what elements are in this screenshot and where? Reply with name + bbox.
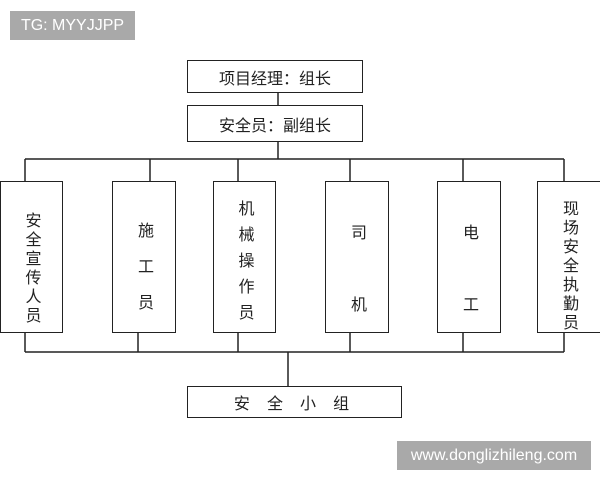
deputy-box: 安全员：副组长 — [187, 105, 363, 142]
member-box-6: 现场安全执勤员 — [537, 181, 600, 333]
member-box-1: 安全宣传人员 — [0, 181, 63, 333]
member-label-5: 电工 — [460, 224, 479, 368]
member-label-3: 机械操作员 — [235, 200, 255, 330]
member-box-3: 机械操作员 — [213, 181, 276, 333]
member-box-4: 司机 — [325, 181, 389, 368]
member-label-1: 安全宣传人员 — [22, 212, 42, 326]
watermark-bottom: www.donglizhileng.com — [397, 441, 591, 470]
leader-box: 项目经理：组长 — [187, 60, 363, 93]
safety-group-box: 安 全 小 组 — [187, 386, 402, 418]
member-label-4: 司机 — [348, 224, 367, 368]
member-label-6: 现场安全执勤员 — [560, 200, 579, 333]
member-box-2: 施工员 — [112, 181, 176, 333]
member-label-2: 施工员 — [135, 222, 154, 330]
watermark-top: TG: MYYJJPP — [10, 11, 135, 40]
member-box-5: 电工 — [437, 181, 501, 368]
